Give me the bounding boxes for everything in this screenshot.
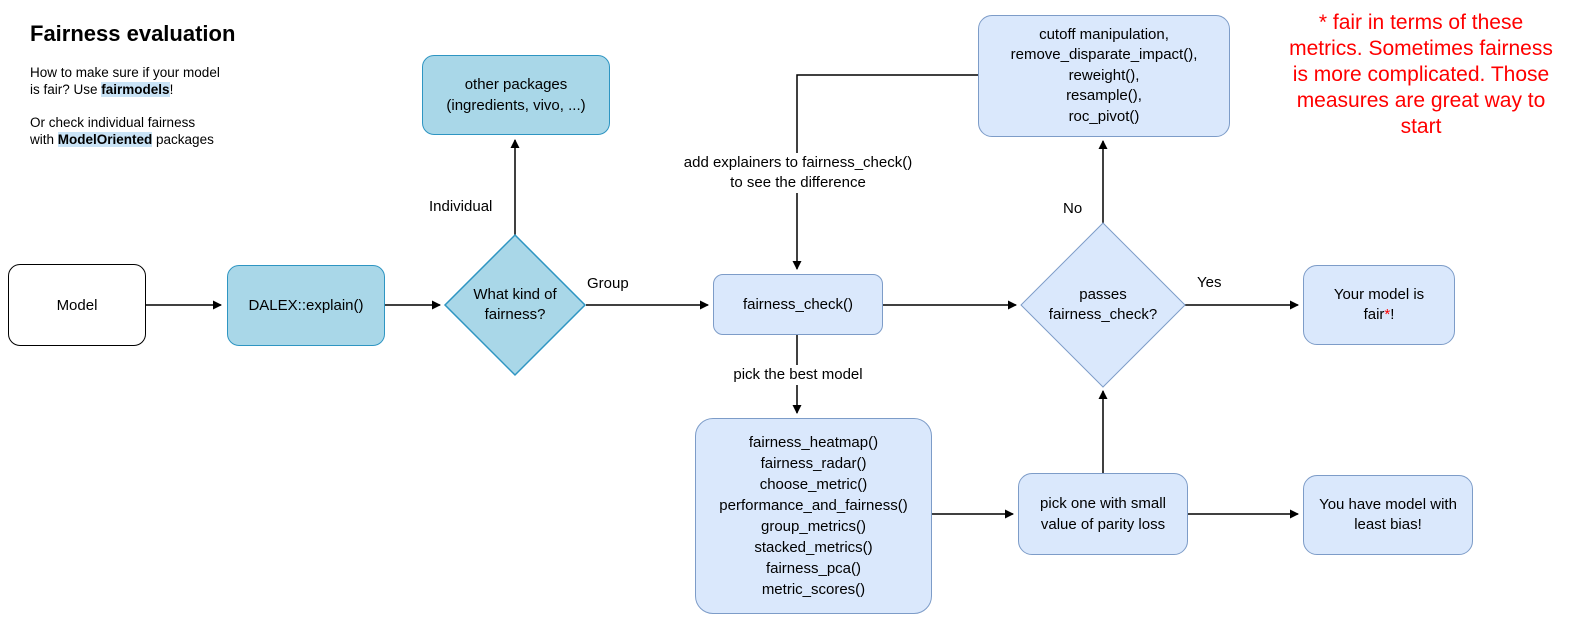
intro-1-suffix: ! bbox=[169, 82, 174, 97]
page-title: Fairness evaluation bbox=[30, 21, 236, 46]
modeloriented-highlight: ModelOriented bbox=[57, 132, 153, 147]
intro-2-suffix: packages bbox=[152, 132, 214, 147]
fairmodels-highlight: fairmodels bbox=[101, 82, 170, 97]
your-model-fair-text: Your model is fair*! bbox=[1334, 285, 1424, 325]
node-model: Model bbox=[8, 264, 146, 346]
intro-paragraph-2: Or check individual fairness with ModelO… bbox=[30, 114, 214, 148]
passes-fairness-check-diamond bbox=[1020, 222, 1186, 388]
node-your-model-fair: Your model is fair*! bbox=[1303, 265, 1455, 345]
node-other-packages: other packages (ingredients, vivo, ...) bbox=[422, 55, 610, 135]
fair-line1: Your model is bbox=[1333, 286, 1425, 303]
edge-label-yes: Yes bbox=[1197, 274, 1222, 291]
node-least-bias: You have model with least bias! bbox=[1303, 475, 1473, 555]
kind-of-fairness-diamond bbox=[443, 233, 587, 377]
fair-asterisk: * bbox=[1384, 306, 1391, 323]
fair-line2: fair bbox=[1363, 306, 1385, 323]
node-dalex-explain: DALEX::explain() bbox=[227, 265, 385, 346]
intro-1-text: How to make sure if your model is fair? … bbox=[30, 65, 220, 97]
fairness-footnote: * fair in terms of these metrics. Someti… bbox=[1289, 11, 1553, 138]
fair-exclaim: ! bbox=[1390, 306, 1395, 323]
edge-label-individual: Individual bbox=[429, 198, 493, 215]
node-fairness-functions: fairness_heatmap() fairness_radar() choo… bbox=[695, 418, 932, 614]
edge-label-pick-best-model: pick the best model bbox=[712, 365, 884, 385]
node-fairness-check: fairness_check() bbox=[713, 274, 883, 335]
kind-of-fairness-label: What kind of fairness? bbox=[473, 286, 557, 323]
edge-label-group: Group bbox=[587, 275, 629, 292]
edge-label-no: No bbox=[1063, 200, 1083, 217]
passes-fairness-check-label: passes fairness_check? bbox=[1048, 286, 1158, 323]
node-pick-parity-loss: pick one with small value of parity loss bbox=[1018, 473, 1188, 555]
intro-2-text: Or check individual fairness with bbox=[30, 115, 196, 147]
intro-paragraph-1: How to make sure if your model is fair? … bbox=[30, 64, 220, 98]
edge-label-add-explainers: add explainers to fairness_check() to se… bbox=[655, 153, 941, 193]
node-mitigation-functions: cutoff manipulation, remove_disparate_im… bbox=[978, 15, 1230, 137]
edge-mitigation-to-fairness-check bbox=[792, 74, 978, 270]
